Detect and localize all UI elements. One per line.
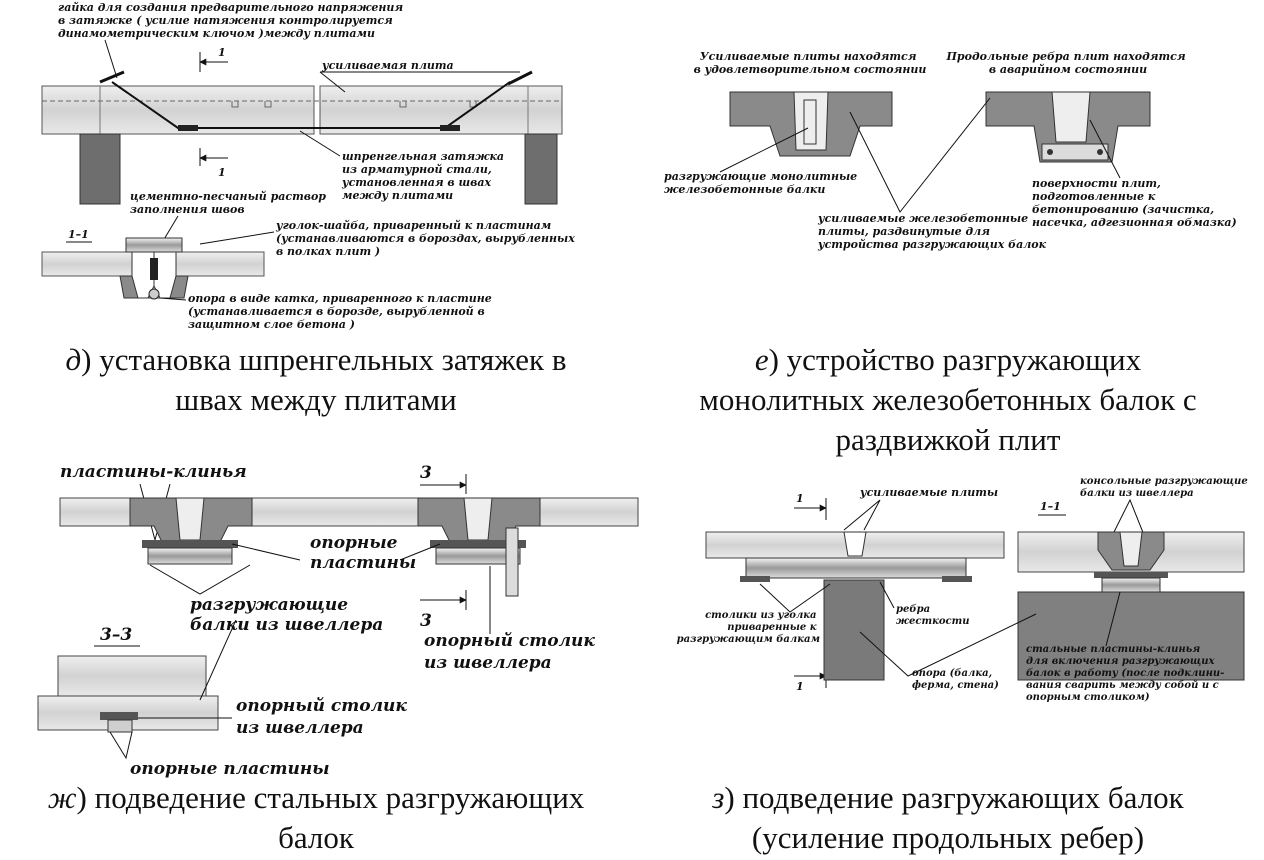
section-mark-3-top: 3 [420,463,467,494]
label-support-table: опорный столик из швеллера [424,631,601,673]
label-reinforced-plate: усиливаемая плита [321,59,454,72]
label-console-beams: консольные разгружающие балки из швеллер… [1080,476,1251,499]
label-support-plates: опорные пластины [310,533,416,573]
label-nut: гайка для создания предварительного напр… [58,1,407,40]
section-mark-1-bottom-z: 1 [794,666,827,693]
section-title-1-1: 1–1 [68,228,89,241]
svg-text:3: 3 [420,611,432,631]
svg-text:1: 1 [796,492,804,505]
label-support-type: опора (балка, ферма, стена) [912,668,999,691]
panel-z-drawing: усиливаемые плиты консольные разгружающи… [677,476,1251,703]
label-stiffeners: ребра жесткости [896,604,969,627]
label-channel-beams: разгружающие балки из швеллера [190,595,383,635]
caption-e: е) устройство разгружающих монолитных же… [699,342,1197,457]
label-roller: опора в виде катка, приваренного к пласт… [188,292,496,331]
svg-text:3: 3 [420,463,432,483]
section-mark-1-bottom: 1 [199,148,228,179]
label-wedge-plates: пластины-клинья [60,462,247,482]
panel-zh-drawing: пластины-клинья 3 3 опорные пластины [37,462,639,779]
z-section-support [1017,591,1245,681]
panel-e-drawing: Усиливаемые плиты находятся в удовлетвор… [664,50,1237,251]
zh-channel-beam-right [435,547,521,565]
label-steel-wedge-plates: стальные пластины-клинья для включения р… [1026,644,1228,703]
section-mark-1-top-z: 1 [794,492,827,520]
title-emergency: Продольные ребра плит находятся в аварий… [946,50,1190,76]
label-angle: уголок-шайба, приваренный к пластинам (у… [275,219,579,258]
zh-channel-beam-left [147,547,233,565]
caption-zh: ж) подведение стальных разгружающих бало… [47,780,585,855]
label-reinforced-slabs: усиливаемые плиты [859,486,998,499]
panel-d-drawing: гайка для создания предварительного напр… [41,1,579,331]
title-satisfactory: Усиливаемые плиты находятся в удовлетвор… [694,50,927,76]
svg-text:1: 1 [218,166,226,179]
z-unloading-beam [745,557,967,579]
z-support-column [823,579,885,681]
label-separated-slabs: усиливаемые железобетонные плиты, раздви… [817,212,1047,251]
section-mark-1-top: 1 [199,46,228,72]
section-title-3-3: 3–3 [100,625,132,645]
label-mortar: цементно-песчаный раствор заполнения шво… [130,190,330,216]
support-right [524,133,558,205]
svg-text:1: 1 [218,46,226,59]
label-support-table-2: опорный столик из швеллера [236,696,413,738]
support-left [79,133,121,205]
label-angle-tables: столики из уголка приваренные к разгружа… [677,610,820,645]
label-tie: шпренгельная затяжка из арматурной стали… [341,150,508,202]
caption-z: з) подведение разгружающих балок (усилен… [712,780,1184,855]
caption-d: д) установка шпренгельных затяжек в швах… [65,342,567,417]
label-prepared-surfaces: поверхности плит, подготовленные к бетон… [1032,177,1237,229]
label-support-plates-2: опорные пластины [130,759,330,779]
svg-text:1: 1 [796,680,804,693]
section-mark-3-bottom: 3 [420,590,467,631]
label-unloading-beams: разгружающие монолитные железобетонные б… [664,170,861,196]
section-title-1-1-z: 1–1 [1040,500,1061,513]
